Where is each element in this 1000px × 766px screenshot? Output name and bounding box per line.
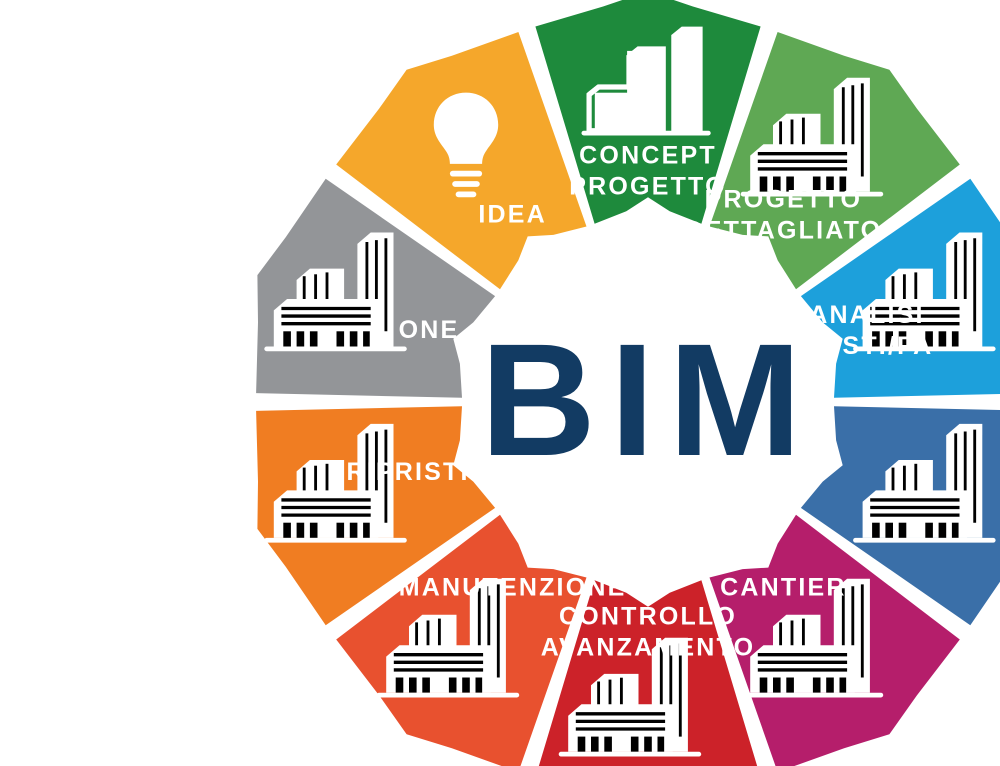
segment-label-line: CONCEPT xyxy=(579,141,717,169)
segment-label-idea: IDEA xyxy=(478,200,547,228)
segment-label-line: COSTI/FA xyxy=(801,331,934,359)
segment-label-line: AVANZAMENTO xyxy=(541,633,755,661)
segment-label-analisi-costi: ANALISI COSTI/FA xyxy=(801,300,934,359)
segment-label-manutenzione: MANUTENZIONE xyxy=(399,573,627,601)
segment-label-line: ANALISI xyxy=(809,300,924,328)
segment-label-progetto-dettagliato: PROGETTO DETTAGLIATO xyxy=(685,185,883,244)
segment-label-line: CANTIER xyxy=(720,573,847,601)
segment-label-ripristino: RIPRISTINO xyxy=(346,458,511,486)
segment-label-line: ONE xyxy=(399,315,460,343)
segment-label-line: PROGETTO xyxy=(569,172,726,200)
segment-label-controllo-avanzamento: CONTROLLO AVANZAMENTO xyxy=(541,602,755,661)
segment-label-line: CONTROLLO xyxy=(559,602,737,630)
segment-label-line: DETTAGLIATO xyxy=(685,216,883,244)
segment-label-line: MANUTENZIONE xyxy=(399,573,627,601)
segment-label-line: PROGETTO xyxy=(705,185,862,213)
segment-manutenzione[interactable] xyxy=(336,514,587,766)
segment-label-concept-progetto: CONCEPT PROGETTO xyxy=(569,141,726,200)
segment-label-cantiere: CANTIER xyxy=(720,573,847,601)
segment-label-demolizione: ONE xyxy=(399,315,460,343)
segment-label-line: IDEA xyxy=(478,200,547,228)
segment-label-line: RIPRISTINO xyxy=(346,458,511,486)
